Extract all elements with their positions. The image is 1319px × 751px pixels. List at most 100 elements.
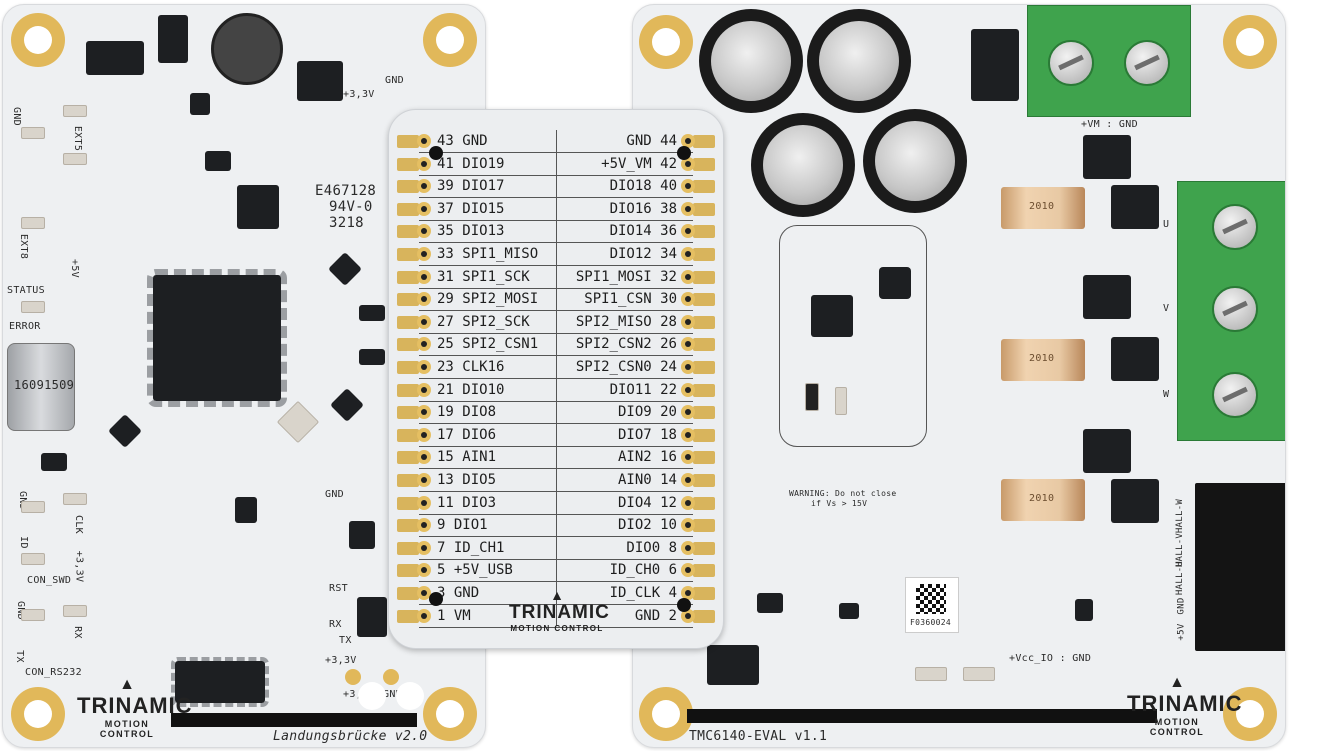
- trace-line: [419, 197, 556, 199]
- pin-via: [417, 156, 431, 171]
- led: [21, 501, 45, 513]
- trace-line: [419, 423, 556, 425]
- trace-line: [419, 265, 556, 266]
- diode: [357, 597, 387, 637]
- cert-date: 3218: [329, 215, 364, 231]
- pin-pad: [397, 180, 419, 194]
- logo-name: TRINAMIC: [1127, 691, 1243, 716]
- trinamic-logo-left: ▲ TRINAMIC MOTION CONTROL: [77, 677, 192, 740]
- trace-line: [419, 310, 556, 312]
- pin-via: [417, 586, 431, 600]
- pin-via: [681, 337, 695, 352]
- pin-label-left: 11 DIO3: [437, 494, 497, 511]
- electrolytic-capacitor: [699, 9, 803, 113]
- pin-label-right: SPI1_MOSI 32: [575, 268, 677, 285]
- regulator-chip: [86, 41, 144, 75]
- pin-label-right: DIO16 38: [609, 200, 677, 217]
- mounting-hole: [639, 15, 693, 69]
- pin-label-left: 17 DIO6: [437, 426, 497, 443]
- pin-pad: [397, 609, 419, 623]
- board-version-right: TMC6140-EVAL v1.1: [689, 729, 828, 744]
- pin-label-right: SPI2_MISO 28: [575, 313, 677, 330]
- pin-via: [417, 495, 431, 510]
- pin-via: [417, 563, 431, 578]
- vcc-label: +Vcc_IO : GND: [1009, 653, 1092, 664]
- pin-via: [417, 314, 431, 329]
- test-point: [383, 669, 424, 710]
- pin-label-right: GND 2: [634, 607, 677, 624]
- pin-pad: [693, 225, 715, 239]
- pin-label-right: DIO4 12: [617, 494, 677, 511]
- trace-line: [419, 626, 556, 628]
- silk-gnd-side: GND: [10, 107, 22, 126]
- shunt-resistor: 2010: [1001, 479, 1085, 521]
- silk-stripe: [171, 713, 417, 727]
- pin-label-right: SPI2_CSN2 26: [575, 336, 677, 353]
- pin-label-right: AIN2 16: [617, 449, 677, 466]
- trace-line: [556, 174, 693, 176]
- qr-label: F0360024: [910, 618, 951, 627]
- pin-pad: [693, 406, 715, 420]
- trace-line: [556, 491, 693, 492]
- usb-c-port: 16091509: [7, 343, 75, 431]
- electrolytic-capacitor: [807, 9, 911, 113]
- silk-ext5: EXT5: [72, 125, 84, 152]
- pin-marker: [677, 598, 691, 612]
- shunt-label: 2010: [1029, 353, 1055, 364]
- pin-label-right: +5V_VM 42: [601, 155, 677, 172]
- board-version-left: Landungsbrücke v2.0: [273, 729, 428, 744]
- pin-pad: [693, 157, 715, 171]
- trace-line: [556, 152, 693, 153]
- pin-via: [417, 405, 431, 420]
- pin-label-left: 35 DIO13: [437, 223, 505, 240]
- trinamic-logo-adapter: ▲ TRINAMIC MOTION CONTROL: [509, 588, 609, 633]
- pin-via: [681, 224, 695, 239]
- ic-small: [41, 453, 67, 471]
- led: [21, 301, 45, 313]
- phase-w-label: W: [1163, 389, 1170, 400]
- pin-pad: [693, 338, 715, 352]
- pin-pad: [397, 315, 419, 329]
- pin-pad: [693, 270, 715, 284]
- pin-pad: [397, 338, 419, 352]
- pin-via: [681, 292, 695, 307]
- pin-pad: [693, 293, 715, 307]
- pin-pad: [397, 519, 419, 533]
- trace-line: [556, 287, 693, 289]
- pin-via: [681, 586, 695, 600]
- mounting-hole: [423, 687, 477, 741]
- trace-line: [419, 445, 556, 447]
- driver-ic: [811, 295, 853, 337]
- trace-line: [419, 355, 556, 357]
- trace-line: [419, 332, 556, 334]
- pin-pad: [397, 406, 419, 420]
- led: [21, 609, 45, 621]
- mosfet: [1083, 135, 1131, 179]
- hall-w-label: HALL-W: [1175, 498, 1186, 534]
- pin-label-right: DIO18 40: [609, 178, 677, 195]
- pin-label-left: 1 VM: [437, 607, 471, 624]
- pin-pad: [693, 519, 715, 533]
- pin-label-right: ID_CLK 4: [609, 585, 677, 601]
- trace-line: [419, 513, 556, 515]
- pin-via: [417, 540, 431, 555]
- driver-outline: [779, 225, 927, 447]
- hall-5v-label: +5V: [1176, 623, 1187, 641]
- trace-line: [556, 378, 693, 379]
- pin-marker: [429, 146, 443, 160]
- pin-pad: [693, 248, 715, 261]
- pin-label-left: 37 DIO15: [437, 200, 505, 217]
- pin-label-left: 13 DIO5: [437, 472, 497, 488]
- pin-label-left: 41 DIO19: [437, 155, 505, 172]
- pin-via: [417, 224, 431, 239]
- pin-row: 1 VM GND 2: [389, 605, 723, 628]
- ic-small: [349, 521, 375, 549]
